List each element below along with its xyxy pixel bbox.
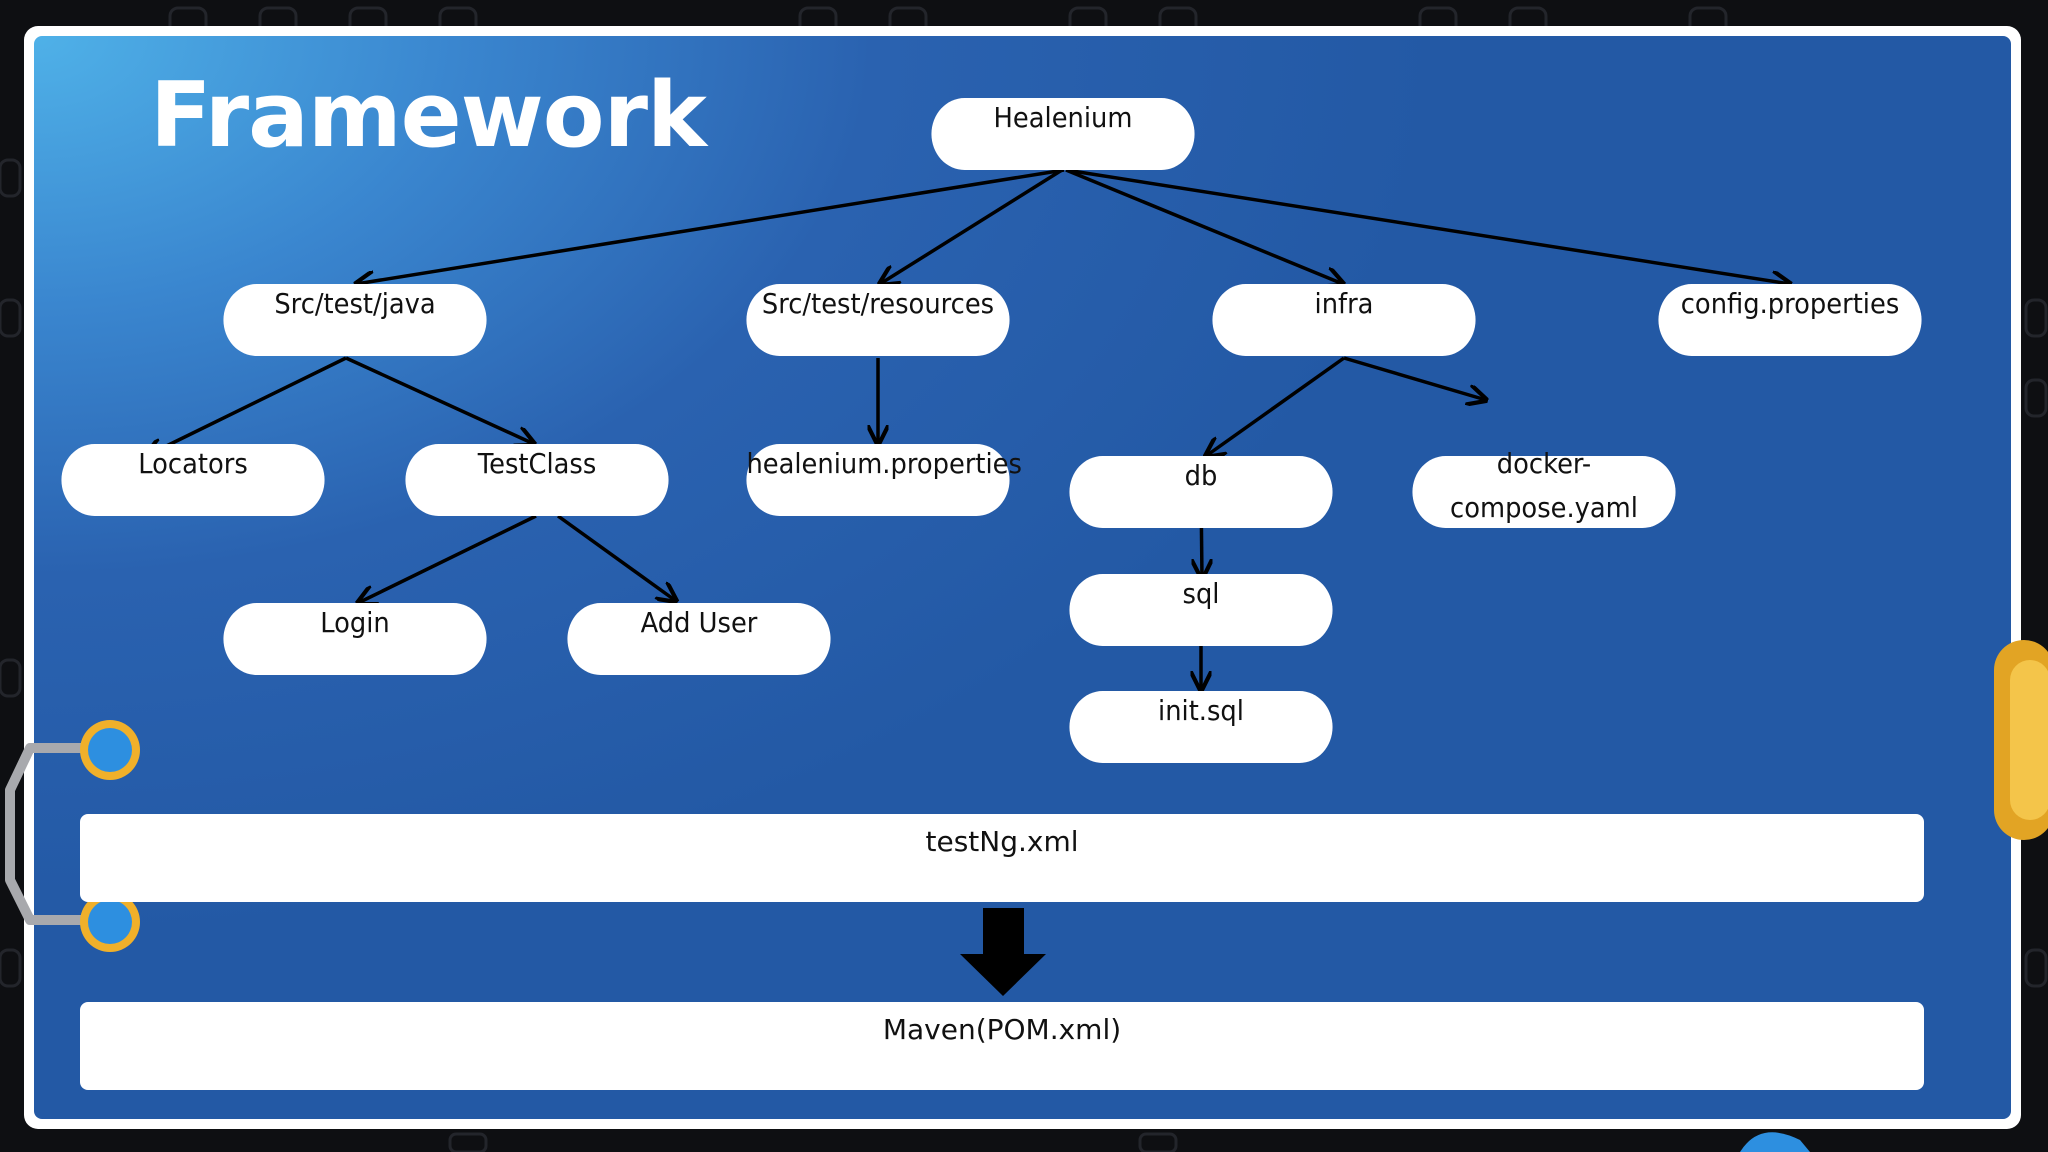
slide-title: Framework: [150, 63, 707, 168]
bar-testng-label: testNg.xml: [925, 825, 1079, 858]
node-src-test-java: Src/test/java: [223, 284, 487, 356]
diagram-panel: Framework: [34, 36, 2011, 1119]
node-docker-compose-line1: docker-: [1496, 447, 1592, 480]
node-db: db: [1069, 456, 1333, 528]
node-config-properties: config.properties: [1658, 284, 1922, 356]
bar-maven-label: Maven(POM.xml): [882, 1013, 1122, 1046]
node-healenium: Healenium: [931, 98, 1195, 170]
node-src-test-resources: Src/test/resources: [746, 284, 1010, 356]
node-docker-compose: docker- compose.yaml: [1412, 447, 1676, 528]
node-healenium-properties: healenium.properties: [746, 444, 1022, 516]
node-infra: infra: [1212, 284, 1476, 356]
node-testclass: TestClass: [405, 444, 669, 516]
node-sql: sql: [1069, 574, 1333, 646]
node-locators: Locators: [61, 444, 325, 516]
node-add-user: Add User: [567, 603, 831, 675]
node-init-sql: init.sql: [1069, 691, 1333, 763]
node-docker-compose-line2: compose.yaml: [1450, 491, 1638, 524]
bar-maven-pom: Maven(POM.xml): [80, 1002, 1924, 1090]
node-login: Login: [223, 603, 487, 675]
bar-testng-xml: testNg.xml: [80, 814, 1924, 902]
